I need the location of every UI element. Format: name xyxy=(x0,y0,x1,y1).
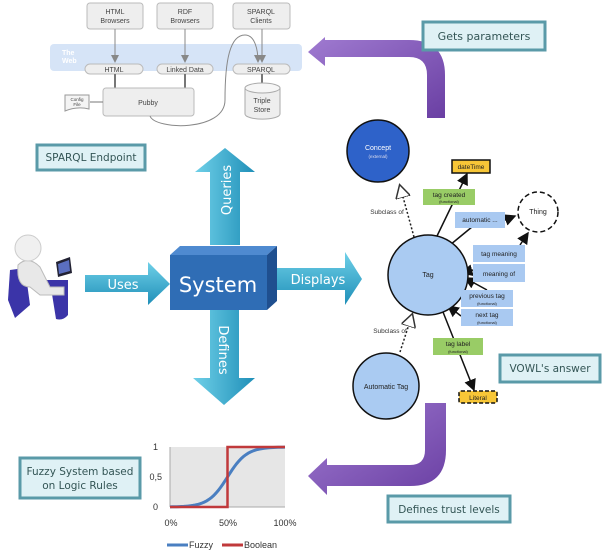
svg-text:tag meaning: tag meaning xyxy=(481,251,517,258)
svg-text:Fuzzy System based: Fuzzy System based xyxy=(27,466,134,478)
svg-text:next tag: next tag xyxy=(475,312,499,319)
defines-arrow: Defines xyxy=(193,305,255,405)
y-tick: 0 xyxy=(153,502,158,512)
property-meaning-of: meaning of xyxy=(473,264,525,282)
client-sparql-clients: SPARQL Clients xyxy=(232,2,291,30)
property-previous-tag: previous tag (functional) xyxy=(461,290,513,307)
svg-text:Queries: Queries xyxy=(220,165,235,215)
property-automatic: automatic ... xyxy=(455,212,505,228)
pubby-sparql-connector xyxy=(149,34,262,127)
legend-fuzzy: Fuzzy xyxy=(189,540,214,550)
svg-text:Uses: Uses xyxy=(107,278,138,293)
sparql-endpoint-callout: SPARQL Endpoint xyxy=(35,143,147,172)
client-rdf-browsers: RDF Browsers xyxy=(156,2,214,30)
automatic-tag-class-node xyxy=(352,352,420,420)
svg-text:Thing: Thing xyxy=(529,209,547,216)
svg-text:Defines trust levels: Defines trust levels xyxy=(398,504,500,516)
svg-text:automatic ...: automatic ... xyxy=(462,217,498,224)
tag-class-node xyxy=(387,234,469,316)
x-tick: 100% xyxy=(273,518,296,528)
svg-text:Concept: Concept xyxy=(365,145,391,152)
config-file-icon xyxy=(64,94,90,112)
property-next-tag: next tag (functional) xyxy=(461,309,513,326)
svg-text:on Logic Rules: on Logic Rules xyxy=(42,480,118,492)
literal-datatype-node xyxy=(458,390,498,404)
gets-parameters-callout: Gets parameters xyxy=(421,20,547,52)
y-tick: 1 xyxy=(153,442,158,452)
x-tick: 0% xyxy=(164,518,177,528)
svg-text:Automatic Tag: Automatic Tag xyxy=(364,384,408,391)
svg-text:RDF: RDF xyxy=(178,9,192,16)
svg-text:tag label: tag label xyxy=(446,341,471,348)
svg-text:Defines: Defines xyxy=(215,325,230,374)
boolean-series-line xyxy=(170,445,285,509)
svg-text:dateTime: dateTime xyxy=(458,164,485,171)
interface-linked-data-label: Linked Data xyxy=(166,67,203,74)
svg-text:(functional): (functional) xyxy=(439,199,459,204)
svg-text:Browsers: Browsers xyxy=(170,18,200,25)
legend-boolean: Boolean xyxy=(244,540,277,550)
svg-text:Browsers: Browsers xyxy=(100,18,130,25)
defines-trust-arrow xyxy=(308,403,446,495)
system-label: System xyxy=(179,273,257,297)
svg-text:(functional): (functional) xyxy=(477,320,497,325)
subclass-of-label-automatic: Subclass of xyxy=(373,328,407,335)
y-tick: 0,5 xyxy=(149,472,162,482)
concept-class-node xyxy=(346,119,410,183)
thing-node xyxy=(517,191,559,233)
user-at-laptop-icon xyxy=(8,234,72,320)
vowl-graph: Concept (external) Tag Automatic Tag Thi… xyxy=(346,119,559,420)
datetime-datatype-node xyxy=(451,159,491,174)
svg-text:Gets parameters: Gets parameters xyxy=(438,30,531,43)
svg-text:Clients: Clients xyxy=(250,18,272,25)
svg-text:VOWL's answer: VOWL's answer xyxy=(509,363,591,375)
interface-html-label: HTML xyxy=(104,67,123,74)
svg-text:HTML: HTML xyxy=(105,9,124,16)
system-box: System xyxy=(170,246,277,310)
x-tick: 50% xyxy=(219,518,237,528)
triple-store-icon xyxy=(244,82,281,120)
property-tag-label: tag label (functional) xyxy=(433,338,483,355)
svg-text:(functional): (functional) xyxy=(477,301,497,306)
queries-arrow: Queries xyxy=(195,148,255,245)
displays-arrow: Displays xyxy=(276,252,362,305)
client-html-browsers: HTML Browsers xyxy=(86,2,144,30)
defines-trust-callout: Defines trust levels xyxy=(386,494,512,524)
gets-parameters-arrow xyxy=(308,37,445,118)
fuzzy-chart: 1 0,5 0 0% 50% 100% Fuzzy Boolean xyxy=(149,442,296,550)
svg-text:(functional): (functional) xyxy=(448,349,468,354)
interface-sparql-label: SPARQL xyxy=(247,67,275,74)
fuzzy-system-callout: Fuzzy System based on Logic Rules xyxy=(18,456,142,500)
pubby-label: Pubby xyxy=(138,100,158,107)
svg-text:SPARQL: SPARQL xyxy=(247,9,275,16)
subclass-of-label-concept: Subclass of xyxy=(370,209,404,216)
svg-text:Literal: Literal xyxy=(469,395,487,402)
svg-text:previous tag: previous tag xyxy=(469,293,505,300)
uses-arrow: Uses xyxy=(85,262,170,305)
svg-text:meaning of: meaning of xyxy=(483,271,515,278)
property-tag-meaning: tag meaning xyxy=(473,245,525,262)
svg-text:Displays: Displays xyxy=(291,273,346,288)
svg-text:(external): (external) xyxy=(368,154,388,159)
property-tag-created: tag created (functional) xyxy=(423,189,475,205)
svg-text:Tag: Tag xyxy=(422,272,433,279)
svg-text:SPARQL Endpoint: SPARQL Endpoint xyxy=(46,152,137,164)
vowl-answer-callout: VOWL's answer xyxy=(498,353,602,384)
svg-text:tag created: tag created xyxy=(433,192,466,199)
